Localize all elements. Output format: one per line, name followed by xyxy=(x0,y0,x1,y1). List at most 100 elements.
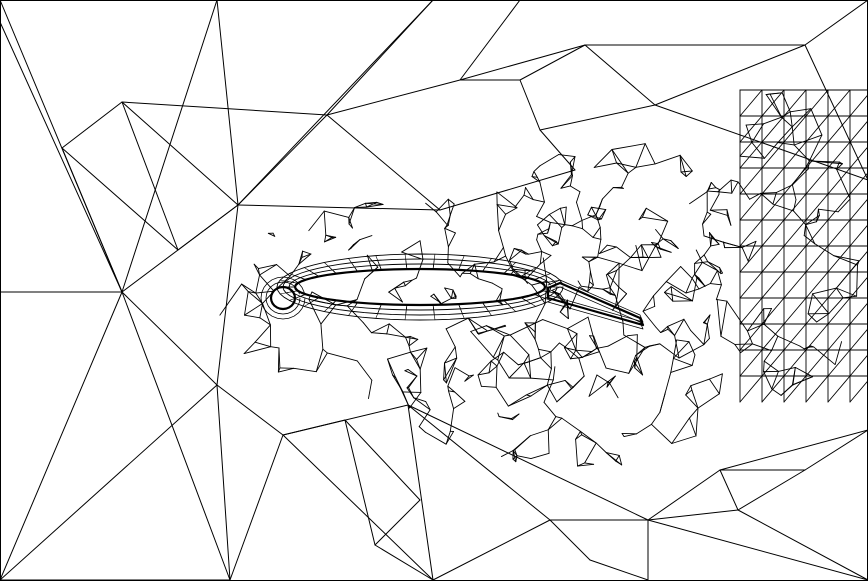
mesh-edge xyxy=(474,261,495,265)
mesh-edge xyxy=(563,347,577,351)
mesh-edge xyxy=(499,290,503,302)
mesh-edge xyxy=(685,288,700,294)
mesh-edge xyxy=(697,393,720,409)
mesh-edge xyxy=(449,203,455,216)
mesh-edge xyxy=(550,342,560,353)
mesh-edge xyxy=(418,409,431,428)
mesh-edge xyxy=(791,108,812,128)
mesh-edge xyxy=(435,211,448,226)
mesh-edge xyxy=(0,21,123,293)
mesh-edge xyxy=(827,167,851,195)
mesh-edge xyxy=(601,187,614,200)
mesh-edge xyxy=(575,349,593,353)
mesh-edge xyxy=(61,147,179,251)
mesh-edge xyxy=(778,366,796,372)
mesh-edge xyxy=(531,176,541,183)
mesh-edge xyxy=(670,357,674,373)
mesh-edge xyxy=(407,404,434,581)
boundary-layer-edge xyxy=(279,279,299,284)
mesh-edge xyxy=(447,198,451,216)
mesh-edge xyxy=(611,149,629,174)
mesh-edge xyxy=(641,216,669,222)
mesh-edge xyxy=(596,374,610,384)
mesh-edge xyxy=(539,255,552,265)
mesh-edge xyxy=(371,332,388,335)
mesh-edge xyxy=(267,232,276,237)
mesh-edge xyxy=(348,207,356,218)
mesh-edge xyxy=(716,299,728,302)
mesh-edge xyxy=(781,116,793,128)
mesh-edge xyxy=(516,455,532,460)
mesh-edge xyxy=(671,435,697,444)
mesh-edge xyxy=(216,384,284,436)
mesh-edge xyxy=(665,266,682,283)
mesh-edge xyxy=(833,255,860,262)
mesh-edge xyxy=(827,297,851,325)
mesh-edge xyxy=(539,251,543,265)
mesh-edge xyxy=(730,179,739,183)
mesh-edge xyxy=(121,291,231,581)
mesh-edge xyxy=(654,243,659,247)
mesh-edge xyxy=(812,293,830,315)
mesh-edge xyxy=(849,120,868,143)
mesh-edge xyxy=(587,284,594,293)
mesh-edge xyxy=(589,271,594,286)
mesh-edge xyxy=(510,413,520,420)
mesh-edge xyxy=(849,276,868,299)
boundary-layer-edge xyxy=(541,290,561,295)
mesh-edge xyxy=(739,141,753,157)
mesh-edge xyxy=(739,375,763,403)
mesh-edge xyxy=(655,229,664,240)
mesh-edge xyxy=(350,239,361,249)
mesh-edge xyxy=(452,289,457,297)
boundary-layer-edge xyxy=(324,300,337,312)
mesh-edge xyxy=(454,391,466,402)
mesh-edge xyxy=(598,351,607,369)
mesh-edge xyxy=(703,235,725,243)
mesh-edge xyxy=(216,384,231,581)
mesh-edge xyxy=(635,245,643,272)
mesh-edge xyxy=(366,201,378,208)
mesh-edge xyxy=(680,266,693,279)
mesh-edge xyxy=(445,430,451,445)
mesh-edge xyxy=(685,394,699,409)
mesh-edge xyxy=(710,243,720,247)
mesh-edge xyxy=(640,244,644,258)
mesh-edge xyxy=(374,544,434,581)
mesh-edge xyxy=(563,347,571,360)
mesh-edge xyxy=(448,390,456,393)
mesh-edge xyxy=(477,278,493,284)
mesh-edge xyxy=(575,430,581,440)
mesh-edge xyxy=(492,356,499,361)
mesh-edge xyxy=(647,469,721,521)
mesh-edge xyxy=(618,455,623,466)
mesh-edge xyxy=(523,194,534,201)
mesh-edge xyxy=(789,108,812,113)
mesh-edge xyxy=(791,184,797,201)
mesh-edge xyxy=(558,342,566,348)
mesh-edge xyxy=(761,323,785,351)
mesh-edge xyxy=(777,126,793,144)
mesh-edge xyxy=(322,348,328,354)
mesh-edge xyxy=(618,262,643,272)
boundary-layer-edge xyxy=(304,297,320,307)
mesh-edge xyxy=(670,365,693,373)
mesh-edge xyxy=(411,277,417,281)
mesh-edge xyxy=(615,286,620,307)
mesh-edge xyxy=(783,167,807,195)
mesh-edge xyxy=(557,227,563,245)
mesh-edge xyxy=(611,143,646,150)
mesh-edge xyxy=(616,162,629,174)
mesh-edge xyxy=(805,221,817,226)
mesh-edge xyxy=(416,347,428,360)
mesh-edge xyxy=(542,319,568,330)
mesh-edge xyxy=(539,181,545,203)
mesh-edge xyxy=(833,255,858,266)
mesh-edge xyxy=(563,333,578,349)
mesh-edge xyxy=(587,214,602,220)
mesh-edge xyxy=(674,318,685,336)
boundary-layer-edge xyxy=(324,262,337,274)
mesh-edge xyxy=(502,247,507,257)
mesh-edge xyxy=(546,379,566,386)
mesh-edge xyxy=(660,326,669,334)
